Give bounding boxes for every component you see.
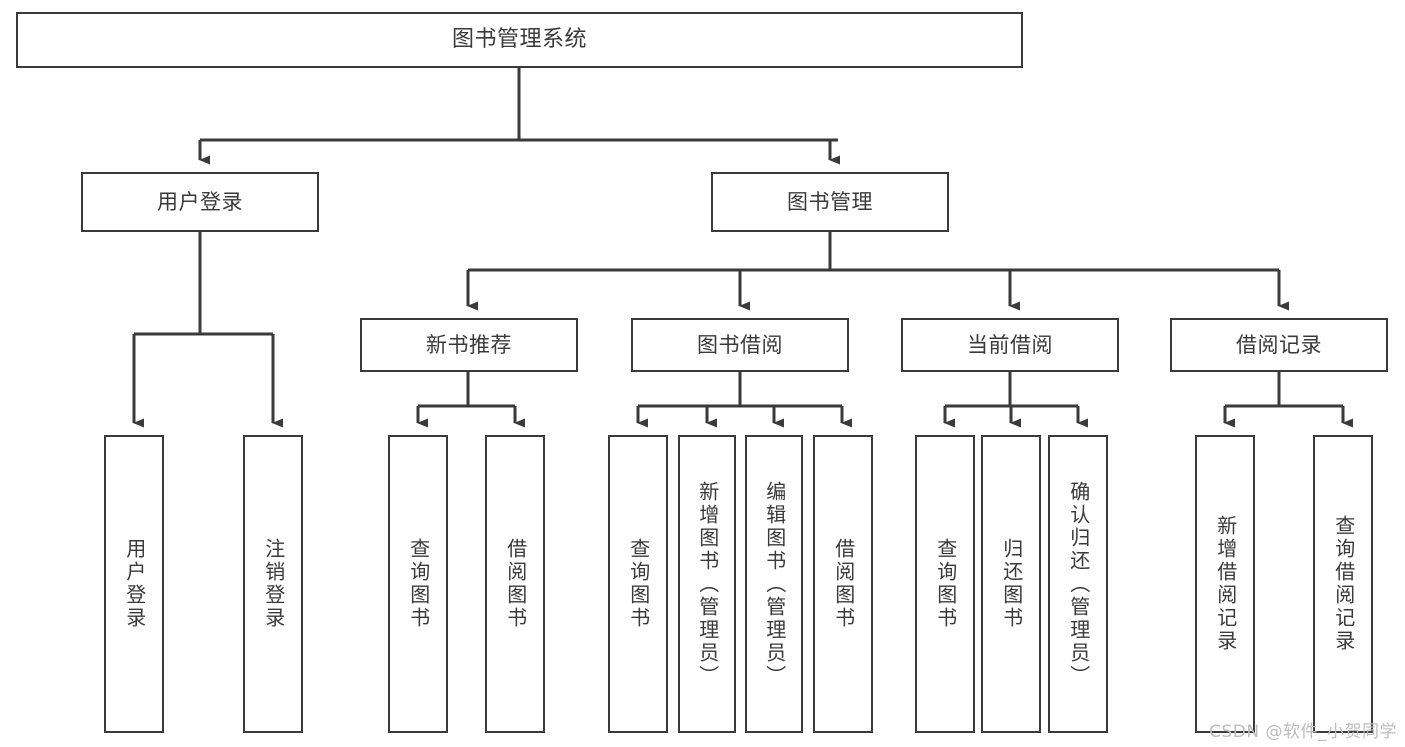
node-leaf-query-borrow-record[interactable]: 查询借阅记录	[1313, 435, 1373, 733]
node-book-borrow[interactable]: 图书借阅	[631, 318, 849, 372]
node-leaf-edit-book-admin[interactable]: 编辑图书（管理员）	[745, 435, 803, 733]
node-leaf-borrow-book-recommend-label: 借阅图书	[503, 538, 528, 630]
node-current-borrow-label: 当前借阅	[967, 332, 1053, 357]
node-leaf-query-book-recommend-label: 查询图书	[406, 538, 431, 630]
node-leaf-borrow-book[interactable]: 借阅图书	[813, 435, 873, 733]
node-leaf-query-book-recommend[interactable]: 查询图书	[388, 435, 448, 733]
node-leaf-logout[interactable]: 注销登录	[243, 435, 303, 733]
node-leaf-borrow-book-label: 借阅图书	[831, 538, 856, 630]
node-leaf-borrow-book-recommend[interactable]: 借阅图书	[485, 435, 545, 733]
node-book-borrow-label: 图书借阅	[697, 332, 783, 357]
node-leaf-add-book-admin-label: 新增图书（管理员）	[695, 480, 720, 688]
node-leaf-query-book-current-label: 查询图书	[933, 538, 958, 630]
node-leaf-return-book[interactable]: 归还图书	[981, 435, 1041, 733]
node-leaf-add-book-admin[interactable]: 新增图书（管理员）	[678, 435, 736, 733]
node-leaf-add-borrow-record[interactable]: 新增借阅记录	[1195, 435, 1255, 733]
node-leaf-user-login[interactable]: 用户登录	[104, 435, 164, 733]
node-current-borrow[interactable]: 当前借阅	[901, 318, 1119, 372]
node-user-login-label: 用户登录	[157, 189, 243, 214]
node-borrow-record[interactable]: 借阅记录	[1170, 318, 1388, 372]
node-leaf-edit-book-admin-label: 编辑图书（管理员）	[762, 480, 787, 688]
node-leaf-query-book-borrow-label: 查询图书	[626, 538, 651, 630]
node-leaf-query-borrow-record-label: 查询借阅记录	[1331, 515, 1356, 653]
node-leaf-user-login-label: 用户登录	[122, 538, 147, 630]
node-new-book-recommend[interactable]: 新书推荐	[360, 318, 578, 372]
node-new-book-recommend-label: 新书推荐	[426, 332, 512, 357]
node-leaf-add-borrow-record-label: 新增借阅记录	[1213, 515, 1238, 653]
node-book-management-label: 图书管理	[787, 189, 873, 214]
node-root[interactable]: 图书管理系统	[16, 12, 1023, 68]
node-leaf-query-book-current[interactable]: 查询图书	[915, 435, 975, 733]
node-book-management[interactable]: 图书管理	[711, 172, 949, 232]
node-borrow-record-label: 借阅记录	[1236, 332, 1322, 357]
watermark-text: CSDN @软件_小贺同学	[1209, 722, 1397, 742]
node-leaf-query-book-borrow[interactable]: 查询图书	[608, 435, 668, 733]
node-user-login[interactable]: 用户登录	[81, 172, 319, 232]
node-leaf-logout-label: 注销登录	[261, 538, 286, 630]
node-leaf-confirm-return-admin-label: 确认归还（管理员）	[1066, 480, 1091, 688]
node-root-label: 图书管理系统	[451, 27, 587, 53]
node-leaf-confirm-return-admin[interactable]: 确认归还（管理员）	[1048, 435, 1108, 733]
node-leaf-return-book-label: 归还图书	[999, 538, 1024, 630]
